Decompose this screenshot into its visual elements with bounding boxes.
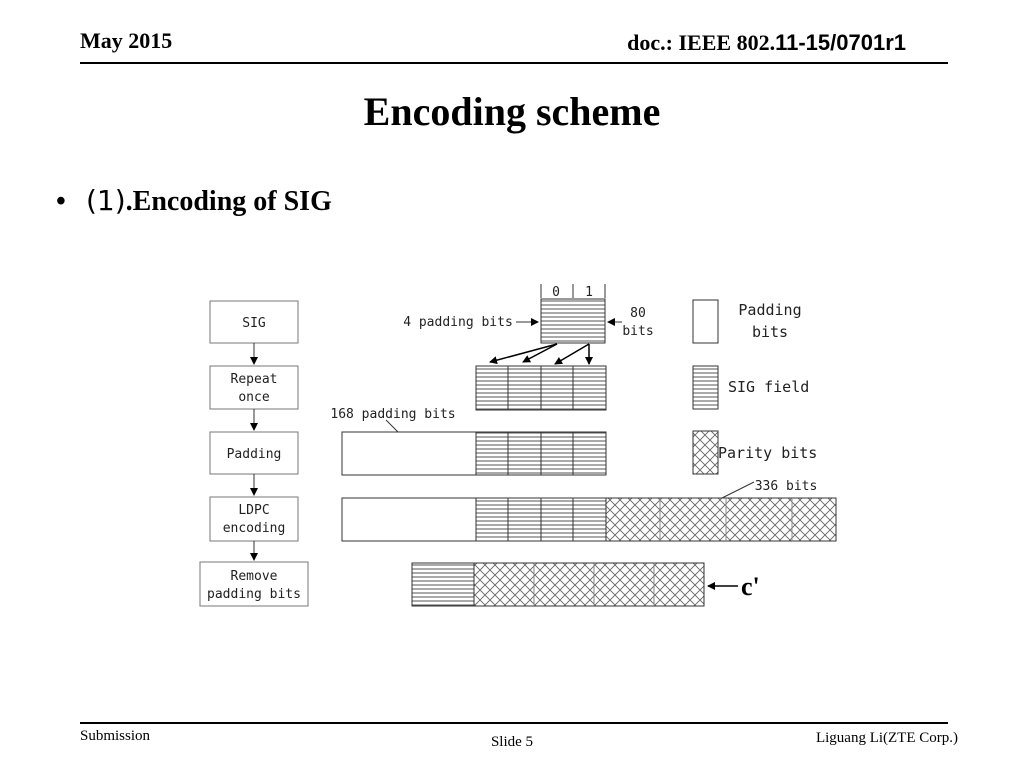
flow-sig-label: SIG: [242, 316, 266, 331]
repeat-arrow-1: [489, 343, 558, 365]
flow-remove-label-2: padding bits: [207, 587, 301, 602]
flow-box-repeat: [209, 365, 299, 410]
flow-ldpc-label-2: encoding: [223, 521, 286, 536]
padding-block-168: [341, 431, 477, 476]
legend: Padding bits SIG field Parity bits: [692, 299, 817, 475]
repeated-row: [475, 365, 607, 411]
eighty-label: 80: [630, 306, 646, 321]
header-rule: [80, 62, 948, 64]
footer-slide-number: Slide 5: [490, 734, 534, 750]
bullet-text: .Encoding of SIG: [125, 186, 332, 217]
legend-parity-label: Parity bits: [718, 444, 817, 462]
three36-bits-label: 336 bits: [755, 479, 818, 494]
footer-author: Liguang Li(ZTE Corp.): [815, 730, 958, 746]
flow-box-remove: [199, 561, 309, 607]
flow-ldpc-label-1: LDPC: [238, 503, 269, 518]
bullet-number: (1): [86, 184, 126, 217]
four-padding-label: 4 padding bits: [403, 315, 513, 330]
sig-field-block: [540, 298, 606, 344]
one68-padding-label: 168 padding bits: [330, 407, 455, 422]
ldpc-parity-block: [605, 497, 837, 542]
header-doc-id: doc.: IEEE 802.11-15/0701r1: [627, 30, 906, 56]
flow-repeat-label-1: Repeat: [231, 372, 278, 387]
header-date: May 2015: [80, 28, 173, 53]
padding-row: 168 padding bits: [330, 407, 607, 476]
repeat-arrow-2: [522, 343, 558, 363]
legend-padding-label-1: Padding: [738, 301, 801, 319]
bit-1-label: 1: [585, 285, 593, 300]
legend-padding-label-2: bits: [752, 323, 788, 341]
legend-sig-label: SIG field: [728, 378, 809, 396]
flow-box-padding: [209, 431, 299, 475]
bit-0-label: 0: [552, 285, 560, 300]
doc-id-prefix: doc.: IEEE 802.: [627, 30, 776, 55]
footer-rule: [80, 722, 948, 724]
repeat-arrow-3: [554, 343, 590, 365]
output-sig-block: [411, 562, 475, 607]
doc-id-suffix: 11-15/0701r1: [775, 30, 906, 55]
footer-submission: Submission: [80, 728, 151, 744]
ldpc-padding-block: [341, 497, 477, 542]
output-row: c': [411, 562, 760, 607]
flow-box-ldpc: [209, 496, 299, 542]
flow-repeat-label-2: once: [238, 390, 269, 405]
three36-leader: [721, 481, 755, 499]
ldpc-row: 336 bits: [341, 479, 837, 542]
legend-parity-swatch: [692, 430, 719, 475]
slide-title: Encoding scheme: [363, 89, 661, 134]
flow-remove-label-1: Remove: [231, 569, 278, 584]
output-parity-block: [473, 562, 705, 607]
repeat-arrows: [489, 343, 593, 365]
legend-sig-swatch: [692, 365, 719, 410]
one68-leader: [385, 419, 399, 433]
legend-padding-swatch: [692, 299, 719, 344]
bullet-item: • (1).Encoding of SIG: [56, 184, 332, 218]
bullet-dot: •: [56, 186, 66, 217]
flow-chart: SIG Repeat once Padding LDPC encoding Re…: [199, 300, 309, 607]
flow-padding-label: Padding: [227, 447, 282, 462]
c-prime-label: c': [741, 572, 760, 601]
eighty-bits-label: bits: [622, 324, 653, 339]
sig-block-top: 0 1 4 padding bits 80 bits: [403, 284, 654, 344]
